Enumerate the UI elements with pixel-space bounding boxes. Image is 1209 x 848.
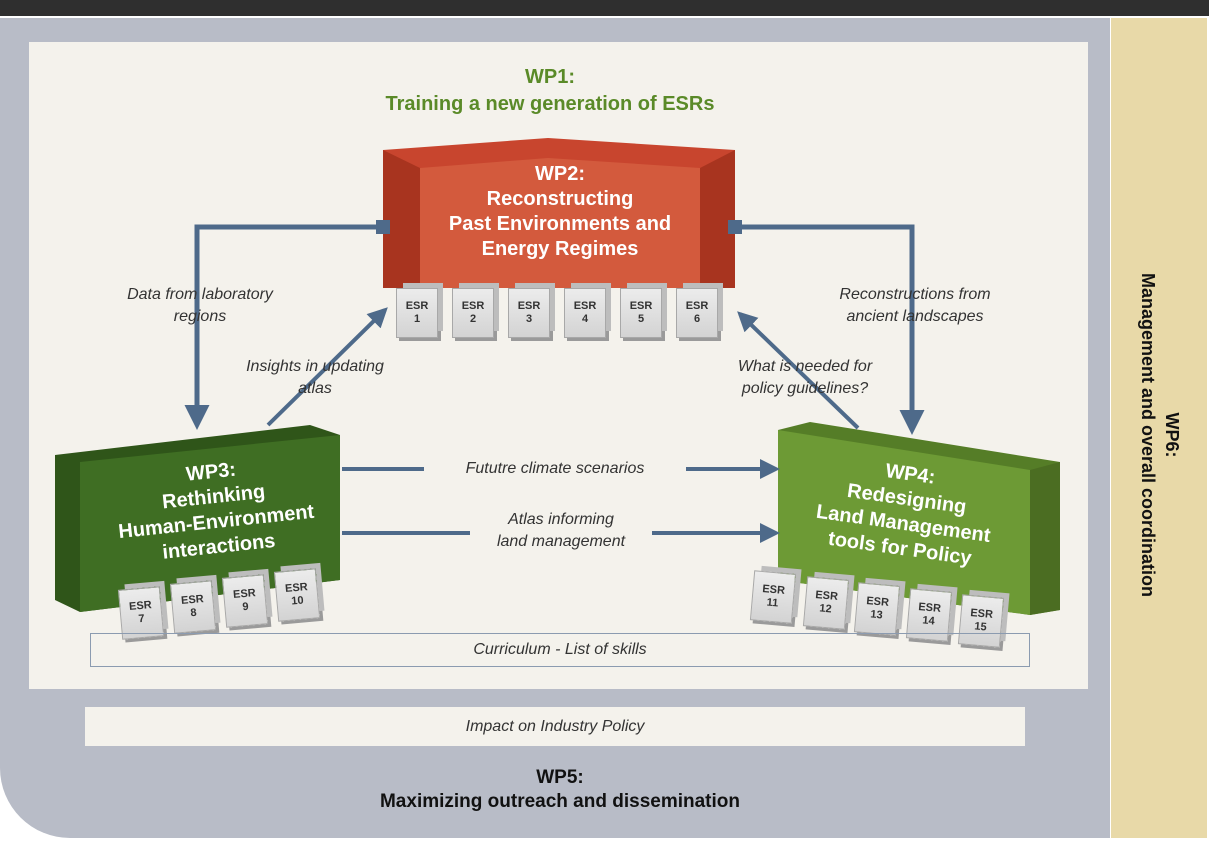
curriculum-bar: Curriculum - List of skills <box>90 633 1030 667</box>
wp1-name: Training a new generation of ESRs <box>385 93 715 115</box>
wp6-title: WP6: Management and overall coordination <box>1136 155 1184 715</box>
wp2-name-3: Energy Regimes <box>481 238 639 260</box>
label-climate: Fututre climate scenarios <box>465 460 645 477</box>
wp4-box <box>778 422 1060 615</box>
impact-bar: Impact on Industry Policy <box>85 707 1025 746</box>
top-bar <box>0 0 1209 16</box>
wp6-label: WP6: <box>1162 412 1182 458</box>
wp2-label: WP2: <box>535 163 585 185</box>
impact-label: Impact on Industry Policy <box>465 717 645 735</box>
arrow-reconstructions <box>728 220 925 435</box>
wp1-title: WP1: Training a new generation of ESRs <box>330 64 770 118</box>
wp2-box <box>383 138 735 288</box>
wp5-title: WP5: Maximizing outreach and disseminati… <box>290 766 830 814</box>
wp3-box <box>55 425 340 612</box>
curriculum-label: Curriculum - List of skills <box>473 641 647 658</box>
wp5-label: WP5: <box>536 767 584 788</box>
arrow-insights <box>266 307 388 427</box>
wp2-text: WP2: Reconstructing Past Environments an… <box>420 162 700 262</box>
wp1-label: WP1: <box>525 66 575 88</box>
wp2-name-2: Past Environments and <box>448 213 672 235</box>
wp6-name: Management and overall coordination <box>1138 272 1158 598</box>
arrow-policy-needed <box>737 311 860 430</box>
wp2-name-1: Reconstructing <box>486 188 634 210</box>
wp5-name: Maximizing outreach and dissemination <box>379 791 740 812</box>
arrow-data-from-lab <box>184 220 390 430</box>
wp6-frame <box>1111 18 1207 838</box>
